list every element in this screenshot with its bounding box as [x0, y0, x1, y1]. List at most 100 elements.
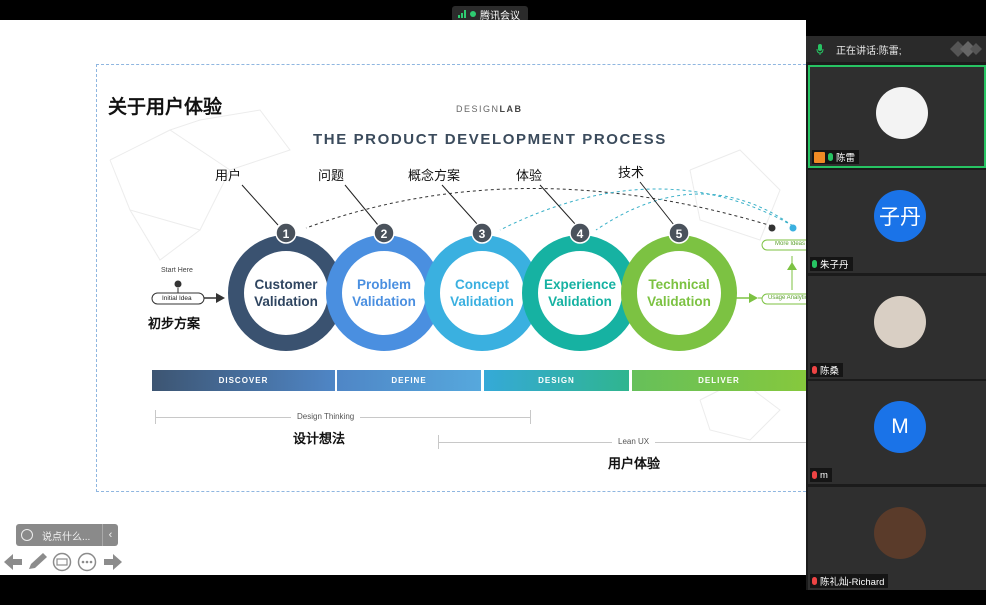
ring-label-line2: Validation	[254, 294, 318, 309]
avatar	[874, 507, 926, 559]
more-ideas-label: More Ideas	[775, 241, 806, 247]
feedback-arc-dark	[305, 188, 773, 229]
design-thinking-cn-label: 设计想法	[293, 431, 346, 446]
lean-ux-cn-label: 用户体验	[608, 456, 661, 471]
initial-cn-label: 初步方案	[148, 316, 201, 331]
leader-lines	[241, 181, 675, 226]
more-icon[interactable]	[77, 552, 97, 572]
brand-logo: DESIGNLAB	[456, 104, 523, 114]
avatar-text: M	[891, 415, 909, 438]
phase-label: DISCOVER	[218, 376, 269, 385]
host-icon	[814, 151, 825, 163]
brand-prefix: DESIGN	[456, 104, 500, 114]
annotation-toolbar	[4, 552, 122, 572]
step-cn-label-1: 用户	[215, 168, 242, 183]
meeting-info-pill[interactable]: 腾讯会议	[452, 6, 528, 22]
participant-name: 陈礼灿-Richard	[820, 577, 885, 588]
signal-icon	[458, 10, 466, 18]
step-number: 1	[283, 227, 290, 241]
top-bar: 腾讯会议	[0, 0, 986, 22]
initial-idea-label: Initial Idea	[162, 295, 192, 302]
start-dot	[174, 280, 182, 288]
mic-icon	[816, 43, 824, 55]
phase-label: DELIVER	[698, 376, 740, 385]
mic-icon	[812, 260, 817, 268]
speaking-name: 陈雷;	[878, 45, 902, 57]
phase-label: DEFINE	[391, 376, 427, 385]
screen-icon[interactable]	[52, 552, 72, 572]
more-ideas-pill	[761, 239, 806, 251]
step-number: 3	[479, 227, 486, 241]
step-number-badge	[275, 222, 297, 244]
participant-name-tag: 陈雷	[812, 150, 860, 164]
ring-label-line1: Technical	[648, 277, 710, 292]
participant-name: 陈桑	[820, 366, 840, 377]
lean-ux-label: Lean UX	[612, 437, 656, 446]
participant-name: 陈雷	[836, 153, 856, 164]
next-arrow-icon[interactable]	[104, 554, 122, 570]
ring-label-line1: Problem	[356, 277, 411, 292]
step-cn-label-2: 问题	[318, 168, 345, 183]
emoji-icon[interactable]	[16, 524, 38, 546]
avatar: M	[874, 401, 926, 453]
participant-tile[interactable]: 陈礼灿-Richard	[808, 487, 986, 590]
mic-icon	[828, 153, 833, 161]
mic-muted-icon	[812, 366, 817, 374]
range-cap	[530, 410, 531, 424]
mic-muted-icon	[812, 577, 817, 585]
ring-label-line1: Experience	[543, 277, 617, 292]
step-number-badge	[569, 222, 591, 244]
ring-label-line2: Validation	[548, 294, 612, 309]
brand-suffix: LAB	[499, 104, 523, 114]
step-cn-label-3: 概念方案	[408, 168, 461, 183]
meeting-app-label: 腾讯会议	[480, 10, 520, 22]
participant-tile[interactable]: 子丹朱子丹	[808, 170, 986, 273]
participant-tile[interactable]: 陈雷	[808, 65, 986, 168]
phase-bar-discover: DISCOVER	[152, 370, 335, 391]
step-number: 4	[577, 227, 584, 241]
participant-tile[interactable]: 陈桑	[808, 276, 986, 379]
step-number-badge	[668, 222, 690, 244]
chat-placeholder[interactable]: 说点什么...	[42, 531, 91, 543]
step-number-badge	[471, 222, 493, 244]
chat-input-box[interactable]: 说点什么... ‹	[16, 524, 118, 546]
avatar: 子丹	[874, 190, 926, 242]
chevron-left-icon[interactable]: ‹	[102, 524, 118, 546]
avatar-text: 子丹	[879, 206, 921, 229]
feedback-dot-dark	[768, 224, 776, 232]
usage-analytics-pill	[761, 293, 806, 305]
participant-name: 朱子丹	[820, 260, 849, 271]
step-cn-label-5: 技术	[618, 165, 645, 180]
usage-analytics-label: Usage Analytics	[768, 295, 806, 301]
ring-label-line2: Validation	[450, 294, 514, 309]
participant-name-tag: 朱子丹	[810, 257, 853, 271]
meeting-logo-icon	[950, 41, 982, 57]
prev-arrow-icon[interactable]	[4, 554, 22, 570]
slide-title: 关于用户体验	[108, 97, 223, 118]
participant-name-tag: m	[810, 468, 832, 482]
process-title: THE PRODUCT DEVELOPMENT PROCESS	[313, 131, 667, 148]
participant-name: m	[820, 469, 828, 481]
ring-label-line1: Customer	[254, 277, 318, 292]
participant-name-tag: 陈桑	[810, 363, 844, 377]
range-cap	[438, 435, 439, 449]
phase-bar-deliver: DELIVER	[632, 370, 806, 391]
feedback-dot-teal	[789, 224, 797, 232]
speaking-indicator: 正在讲话: 陈雷;	[806, 36, 986, 62]
avatar	[874, 296, 926, 348]
start-here-label: Start Here	[161, 267, 193, 274]
slide-frame	[96, 64, 806, 492]
pen-icon[interactable]	[29, 553, 47, 569]
speaking-prefix: 正在讲话:	[836, 45, 879, 57]
ring-label-line2: Validation	[352, 294, 416, 309]
avatar	[876, 87, 928, 139]
phase-label: DESIGN	[538, 376, 575, 385]
step-number: 2	[381, 227, 388, 241]
feedback-arc-teal-1	[499, 188, 794, 231]
